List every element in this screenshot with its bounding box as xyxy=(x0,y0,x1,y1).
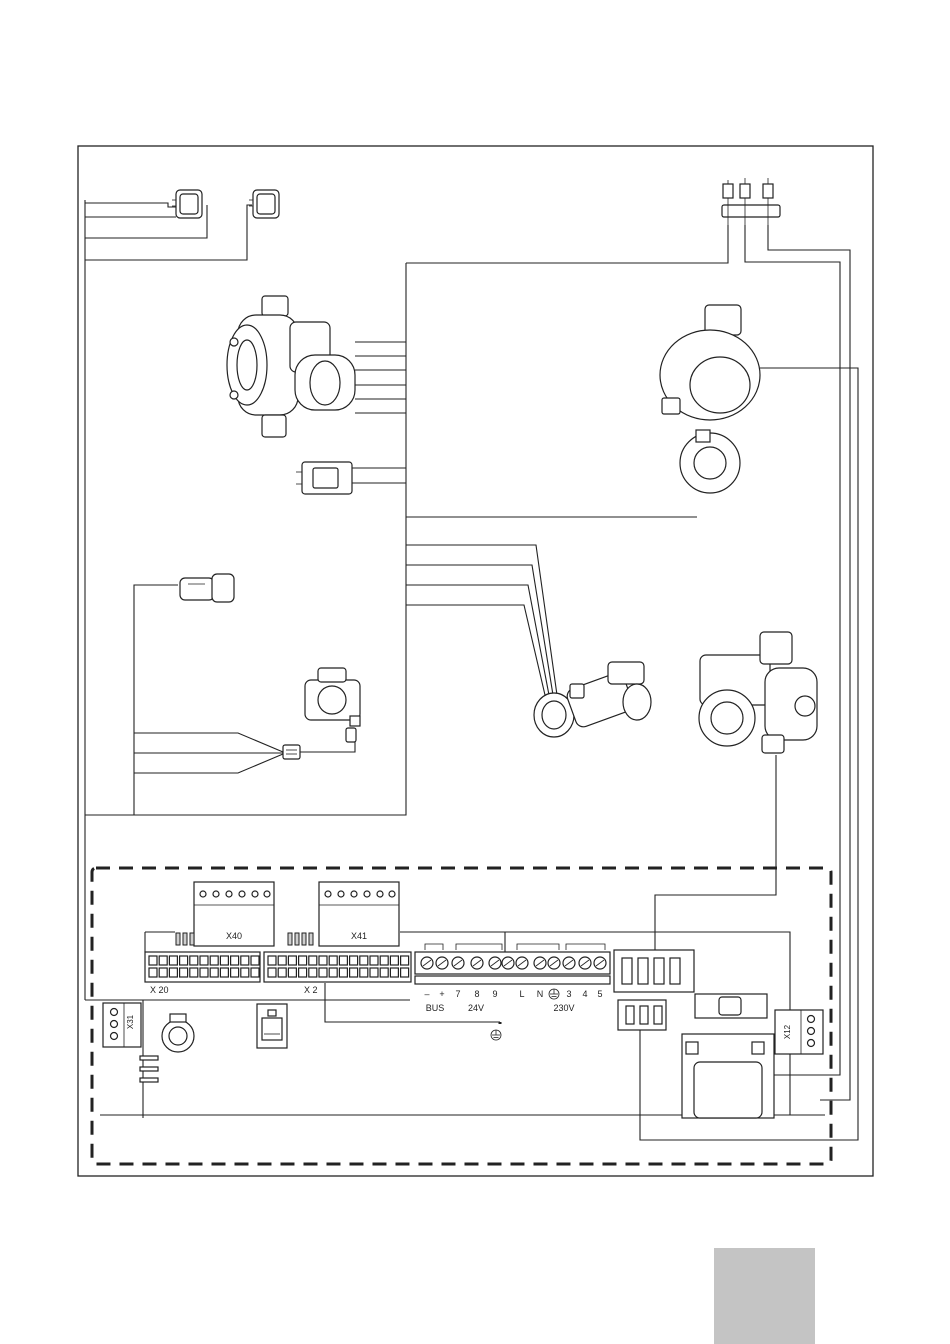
x31-label: X31 xyxy=(126,1014,135,1029)
connector-x12: X12 xyxy=(775,1010,823,1054)
x2-pin xyxy=(309,968,317,977)
x20-pin xyxy=(220,956,228,965)
ignition-electrode-icon xyxy=(722,178,780,225)
ground-symbol-icon xyxy=(491,1022,501,1040)
terminal-label-3: 3 xyxy=(566,989,571,999)
x20-pin xyxy=(210,968,218,977)
connector-x40: X40 xyxy=(176,882,274,946)
x2-pin xyxy=(329,968,337,977)
x2-pin xyxy=(380,956,388,965)
pump-icon xyxy=(699,632,817,753)
x2-pin xyxy=(360,956,368,965)
connector-x2: X 2 xyxy=(264,952,411,995)
pressure-sensor-icon xyxy=(180,574,234,602)
x2-pin xyxy=(401,968,409,977)
x2-label: X 2 xyxy=(304,985,318,995)
x20-pin xyxy=(251,956,259,965)
x2-pin xyxy=(350,956,358,965)
x2-pin xyxy=(319,968,327,977)
x20-pin xyxy=(251,968,259,977)
terminal-label-8: 8 xyxy=(474,989,479,999)
terminal-label-n: N xyxy=(537,989,544,999)
x2-pin xyxy=(339,956,347,965)
temperature-sensor-1-icon xyxy=(172,190,202,218)
x20-pin xyxy=(200,968,208,977)
group-label-bus: BUS xyxy=(426,1003,445,1013)
x20-pin xyxy=(241,968,249,977)
connector-small-socket xyxy=(618,1000,666,1030)
x12-label: X12 xyxy=(783,1024,792,1039)
terminal-label-4: 4 xyxy=(582,989,587,999)
x2-pin xyxy=(278,968,286,977)
x2-pin xyxy=(278,956,286,965)
x41-label: X41 xyxy=(351,931,367,941)
x2-pin xyxy=(401,956,409,965)
x20-label: X 20 xyxy=(150,985,169,995)
connector-x31: X31 xyxy=(103,1003,141,1047)
terminal-strip: – + 7 8 9 L N 3 4 5 BUS 24V 230V xyxy=(415,944,610,1013)
flow-sensor-icon xyxy=(283,668,360,759)
x2-pin xyxy=(390,956,398,965)
x20-pin xyxy=(190,968,198,977)
x2-pin xyxy=(268,956,276,965)
terminal-label-9: 9 xyxy=(492,989,497,999)
x20-pin xyxy=(200,956,208,965)
x2-pin xyxy=(268,968,276,977)
group-label-230v: 230V xyxy=(553,1003,574,1013)
x20-pin xyxy=(180,956,188,965)
terminal-label-l: L xyxy=(519,989,524,999)
gas-valve-icon xyxy=(227,296,355,437)
x20-pin xyxy=(231,968,239,977)
x2-pin xyxy=(319,956,327,965)
rj-socket-icon xyxy=(257,1004,287,1048)
x20-pin xyxy=(241,956,249,965)
x2-pin xyxy=(299,968,307,977)
connector-x20: X 20 xyxy=(145,952,260,995)
terminal-label-5: 5 xyxy=(597,989,602,999)
x2-pin xyxy=(329,956,337,965)
x20-pin xyxy=(159,968,167,977)
terminal-label-minus: – xyxy=(424,989,429,999)
x2-pin xyxy=(350,968,358,977)
x20-pin xyxy=(169,968,177,977)
x2-pin xyxy=(288,968,296,977)
x40-label: X40 xyxy=(226,931,242,941)
x20-pin xyxy=(149,968,157,977)
connector-pump-socket xyxy=(614,950,694,992)
board-pins-icon xyxy=(140,1056,158,1082)
x2-pin xyxy=(380,968,388,977)
x2-pin xyxy=(309,956,317,965)
x20-pin xyxy=(190,956,198,965)
x20-pin xyxy=(210,956,218,965)
connector-plug-icon xyxy=(296,462,352,494)
fan-motor-icon xyxy=(680,430,740,493)
earth-symbol-icon xyxy=(549,989,559,999)
x2-pin xyxy=(339,968,347,977)
terminal-label-plus: + xyxy=(439,989,444,999)
transformer-icon xyxy=(682,1034,774,1118)
x20-pin xyxy=(149,956,157,965)
x2-pin xyxy=(390,968,398,977)
x20-pin xyxy=(231,956,239,965)
x20-pin xyxy=(169,956,177,965)
x20-pin xyxy=(220,968,228,977)
x20-pin xyxy=(180,968,188,977)
group-label-24v: 24V xyxy=(468,1003,484,1013)
fuse-holder-icon xyxy=(695,994,767,1018)
x2-pin xyxy=(288,956,296,965)
x2-pin xyxy=(370,956,378,965)
x2-pin xyxy=(370,968,378,977)
page-tab xyxy=(714,1248,815,1344)
fan-icon xyxy=(660,305,760,420)
diverter-valve-icon xyxy=(534,662,651,737)
temperature-sensor-2-icon xyxy=(249,190,279,218)
potentiometer-icon xyxy=(162,1014,194,1052)
connector-x41: X41 xyxy=(288,882,399,946)
terminal-label-7: 7 xyxy=(455,989,460,999)
x2-pin xyxy=(360,968,368,977)
x20-pin xyxy=(159,956,167,965)
x2-pin xyxy=(299,956,307,965)
